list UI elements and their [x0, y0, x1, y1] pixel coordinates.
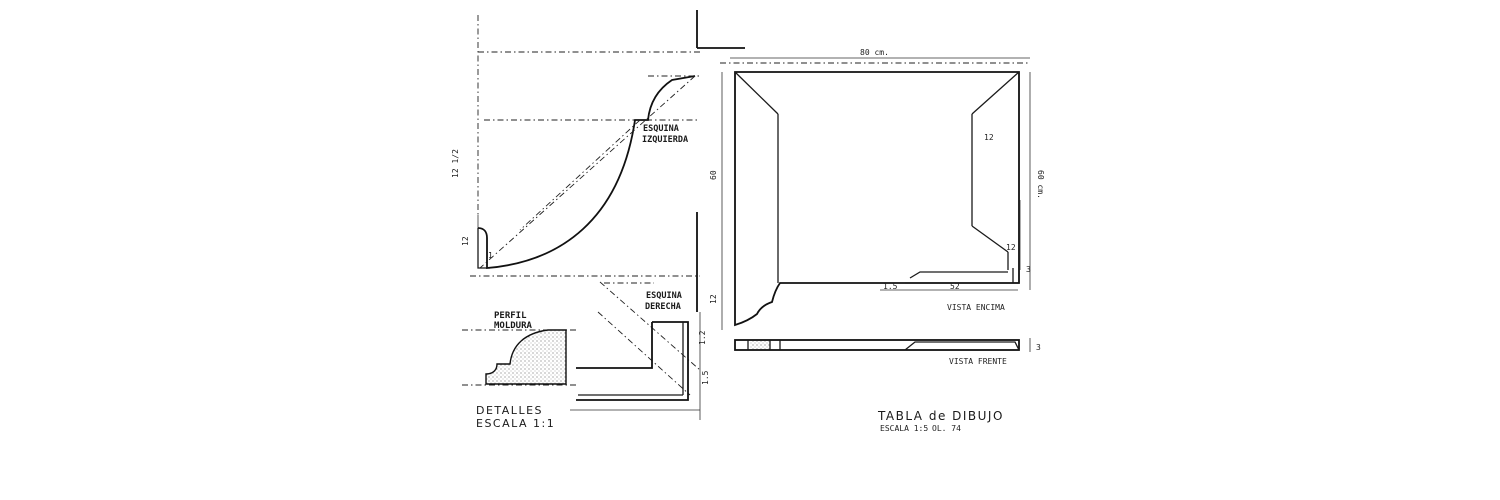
- label-view-top: VISTA ENCIMA: [947, 303, 1005, 312]
- dim-width: 80 cm.: [860, 48, 889, 57]
- drawing-note: OL. 74: [932, 424, 961, 433]
- drawing-scale: ESCALA 1:5: [880, 424, 928, 433]
- svg-text:12 1/2: 12 1/2: [451, 149, 460, 178]
- label-details: DETALLES: [476, 404, 543, 417]
- label-details-scale: ESCALA 1:1: [476, 417, 555, 430]
- dim-inner-width: 52: [950, 282, 960, 291]
- label-corner-right-1: ESQUINA: [646, 291, 682, 301]
- label-corner-left-2: IZQUIERDA: [642, 135, 688, 145]
- drawing-title: TABLA de DIBUJO: [877, 409, 1004, 423]
- dim-left-small: 12: [461, 236, 470, 246]
- dim-border-right-2: 12: [1006, 243, 1016, 252]
- dim-bottom-border-2: 3: [1026, 265, 1031, 274]
- label-profile-1: PERFIL: [494, 311, 527, 321]
- left-corner-detail: 12 1/2 12 1 ESQUINA IZQUIERDA: [451, 10, 745, 312]
- dim-bottom-border: 1.5: [883, 282, 898, 291]
- dim-right-a: 1.2: [698, 330, 707, 345]
- molding-profile: PERFIL MOLDURA: [462, 311, 578, 386]
- dim-height: 60 cm.: [1036, 170, 1045, 199]
- right-corner-detail: 1.2 1.5 ESQUINA DERECHA: [570, 281, 710, 420]
- label-corner-left-1: ESQUINA: [643, 124, 679, 134]
- label-corner-right-2: DERECHA: [645, 302, 681, 312]
- board-top-view: 80 cm. 60 cm. 60 12 12 52 1.5 3 12 VISTA…: [709, 48, 1045, 330]
- dim-border-right: 12: [984, 133, 994, 142]
- label-profile-2: MOLDURA: [494, 321, 533, 331]
- svg-text:1: 1: [488, 251, 493, 260]
- dim-left-bottom: 12: [709, 294, 718, 304]
- dim-front-thickness: 3: [1036, 343, 1041, 352]
- label-view-front: VISTA FRENTE: [949, 357, 1007, 366]
- dim-right-b: 1.5: [701, 370, 710, 385]
- dim-left-height: 60: [709, 170, 718, 180]
- board-front-view: 3 VISTA FRENTE: [734, 338, 1041, 366]
